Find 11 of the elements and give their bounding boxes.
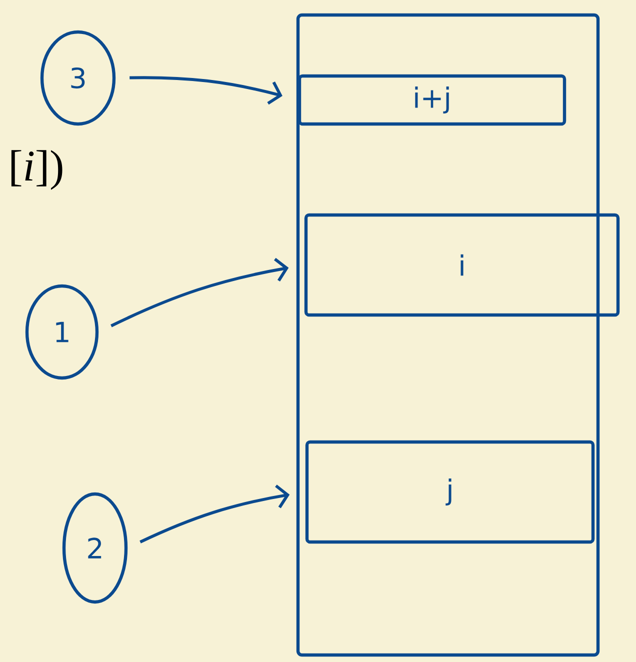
circled-number: 1 xyxy=(25,284,99,380)
memory-block xyxy=(296,13,600,657)
formula-fragment: [i]) xyxy=(11,150,62,190)
memory-region: i xyxy=(304,213,620,317)
circled-number: 3 xyxy=(40,30,116,126)
arrow xyxy=(140,484,290,544)
arrow xyxy=(110,258,289,328)
arrow xyxy=(130,76,282,105)
circled-number: 2 xyxy=(62,492,128,604)
memory-region: i+j xyxy=(298,74,566,126)
memory-region: j xyxy=(305,440,595,544)
